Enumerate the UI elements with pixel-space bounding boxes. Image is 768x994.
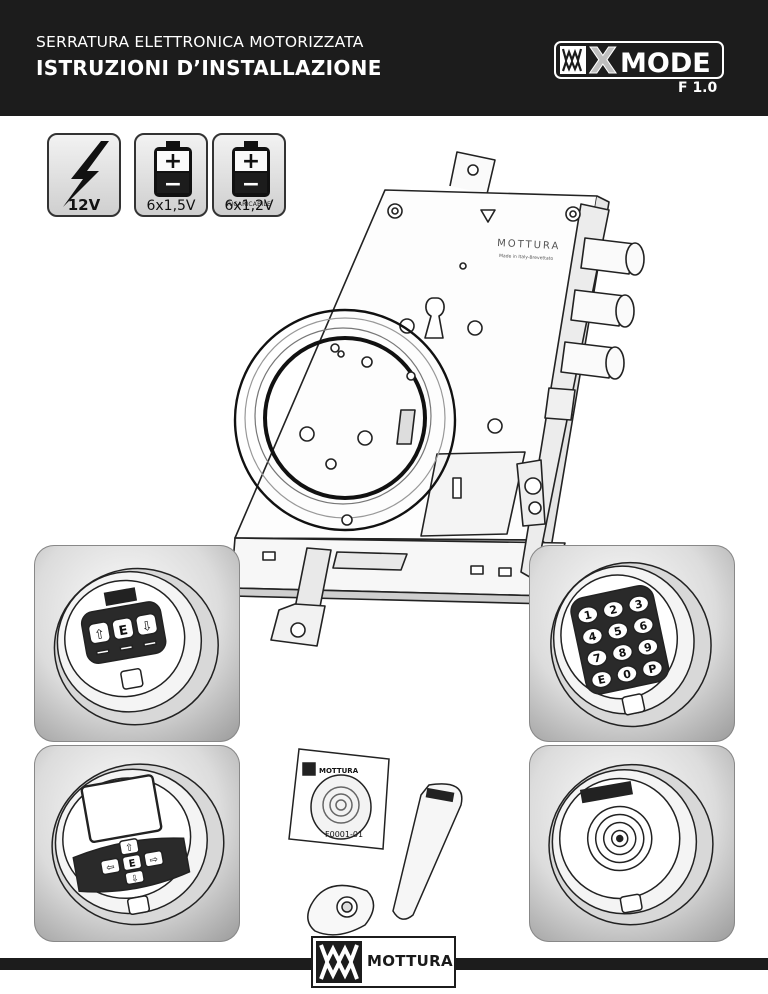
card-brand-label: MOTTURA [319,767,359,775]
numeric-key-4: 4 [587,630,598,644]
numeric-key-bg [607,622,629,640]
battery-minus-sign: − [164,172,182,197]
numeric-key-P: P [647,662,658,676]
display-enter-key: E [128,858,137,870]
arrow-up-key: ⇧ [93,627,106,644]
rechargeable-battery-icon: + − [232,141,270,197]
display-up-key: ⇧ [124,842,134,854]
numeric-key-0: 0 [622,667,633,681]
display-right-key: ⇨ [149,854,159,866]
numeric-key-3: 3 [634,597,644,611]
panel-rfid-reader [529,745,735,942]
rechargeable-plus-sign: + [242,149,260,174]
xmode-x: X [589,41,617,82]
display-down-key: ⇩ [130,874,139,885]
numeric-key-bg [611,643,634,662]
wm-logo-icon [560,46,586,74]
card-code-label: F0001-01 [325,830,363,839]
numeric-key-5: 5 [613,624,623,638]
numeric-key-bg [590,670,613,689]
numeric-key-7: 7 [592,651,602,665]
numeric-key-1: 1 [583,608,593,622]
footer-brand: MOTTURA [367,952,453,970]
rechargeable-battery-icon-box: + − RICARICABILE 6x1,2V [212,133,286,217]
enter-key: E [118,623,129,639]
numeric-key-bg [586,649,608,667]
version-label: F 1.0 [678,80,718,96]
rechargeable-caption: RICARICABILE [227,201,271,208]
wm-logo-icon [126,895,151,916]
numeric-key-2: 2 [608,603,618,617]
mains-power-icon-box: 12V [47,133,121,217]
display-left-key: ⇦ [106,862,116,874]
numeric-key-bg [577,606,599,624]
wm-logo-icon [621,693,646,716]
xmode-mode: MODE [620,48,711,79]
battery-icon: + − [154,141,192,197]
numeric-key-bg [632,616,654,635]
wm-logo-icon [120,668,144,690]
lock-subline-label: Made in Italy-Brevettato [499,253,554,262]
rechargeable-minus-sign: − [242,172,260,197]
numeric-key-bg [616,665,638,683]
mains-voltage-label: 12V [67,196,101,214]
numeric-key-E: E [597,673,607,687]
numeric-key-8: 8 [617,646,627,660]
document-title: ISTRUZIONI D’INSTALLAZIONE [36,56,382,80]
numeric-key-bg [628,595,650,613]
rfid-card-and-keyfob: MOTTURA F0001-01 [281,745,488,945]
numeric-key-bg [637,638,659,656]
arrow-down-key: ⇩ [140,619,153,636]
numeric-key-bg [581,627,604,646]
numeric-key-bg [641,659,664,678]
document-subtitle: SERRATURA ELETTRONICA MOTORIZZATA [36,33,364,51]
panel-display-keypad: ⇧ ⇦ E ⇨ ⇩ [34,745,240,942]
lightning-icon [63,141,109,207]
lock-illustration: MOTTURA Made in Italy-Brevettato [230,151,645,647]
battery-plus-sign: + [164,149,182,174]
wm-logo-icon [619,893,643,914]
header-band: SERRATURA ELETTRONICA MOTORIZZATA ISTRUZ… [0,0,768,116]
numeric-key-6: 6 [638,619,649,633]
panel-arrow-keypad: ⇧ E ⇩ [34,545,240,742]
numeric-key-9: 9 [643,640,653,654]
battery-label: 6x1,5V [146,198,196,214]
battery-icon-box: + − 6x1,5V [134,133,208,217]
xmode-logo: X MODE [554,41,724,82]
rechargeable-label: 6x1,2V [224,198,274,214]
numeric-key-bg [602,600,624,619]
lock-brand-label: MOTTURA [497,238,561,252]
wm-logo-icon [316,941,362,983]
